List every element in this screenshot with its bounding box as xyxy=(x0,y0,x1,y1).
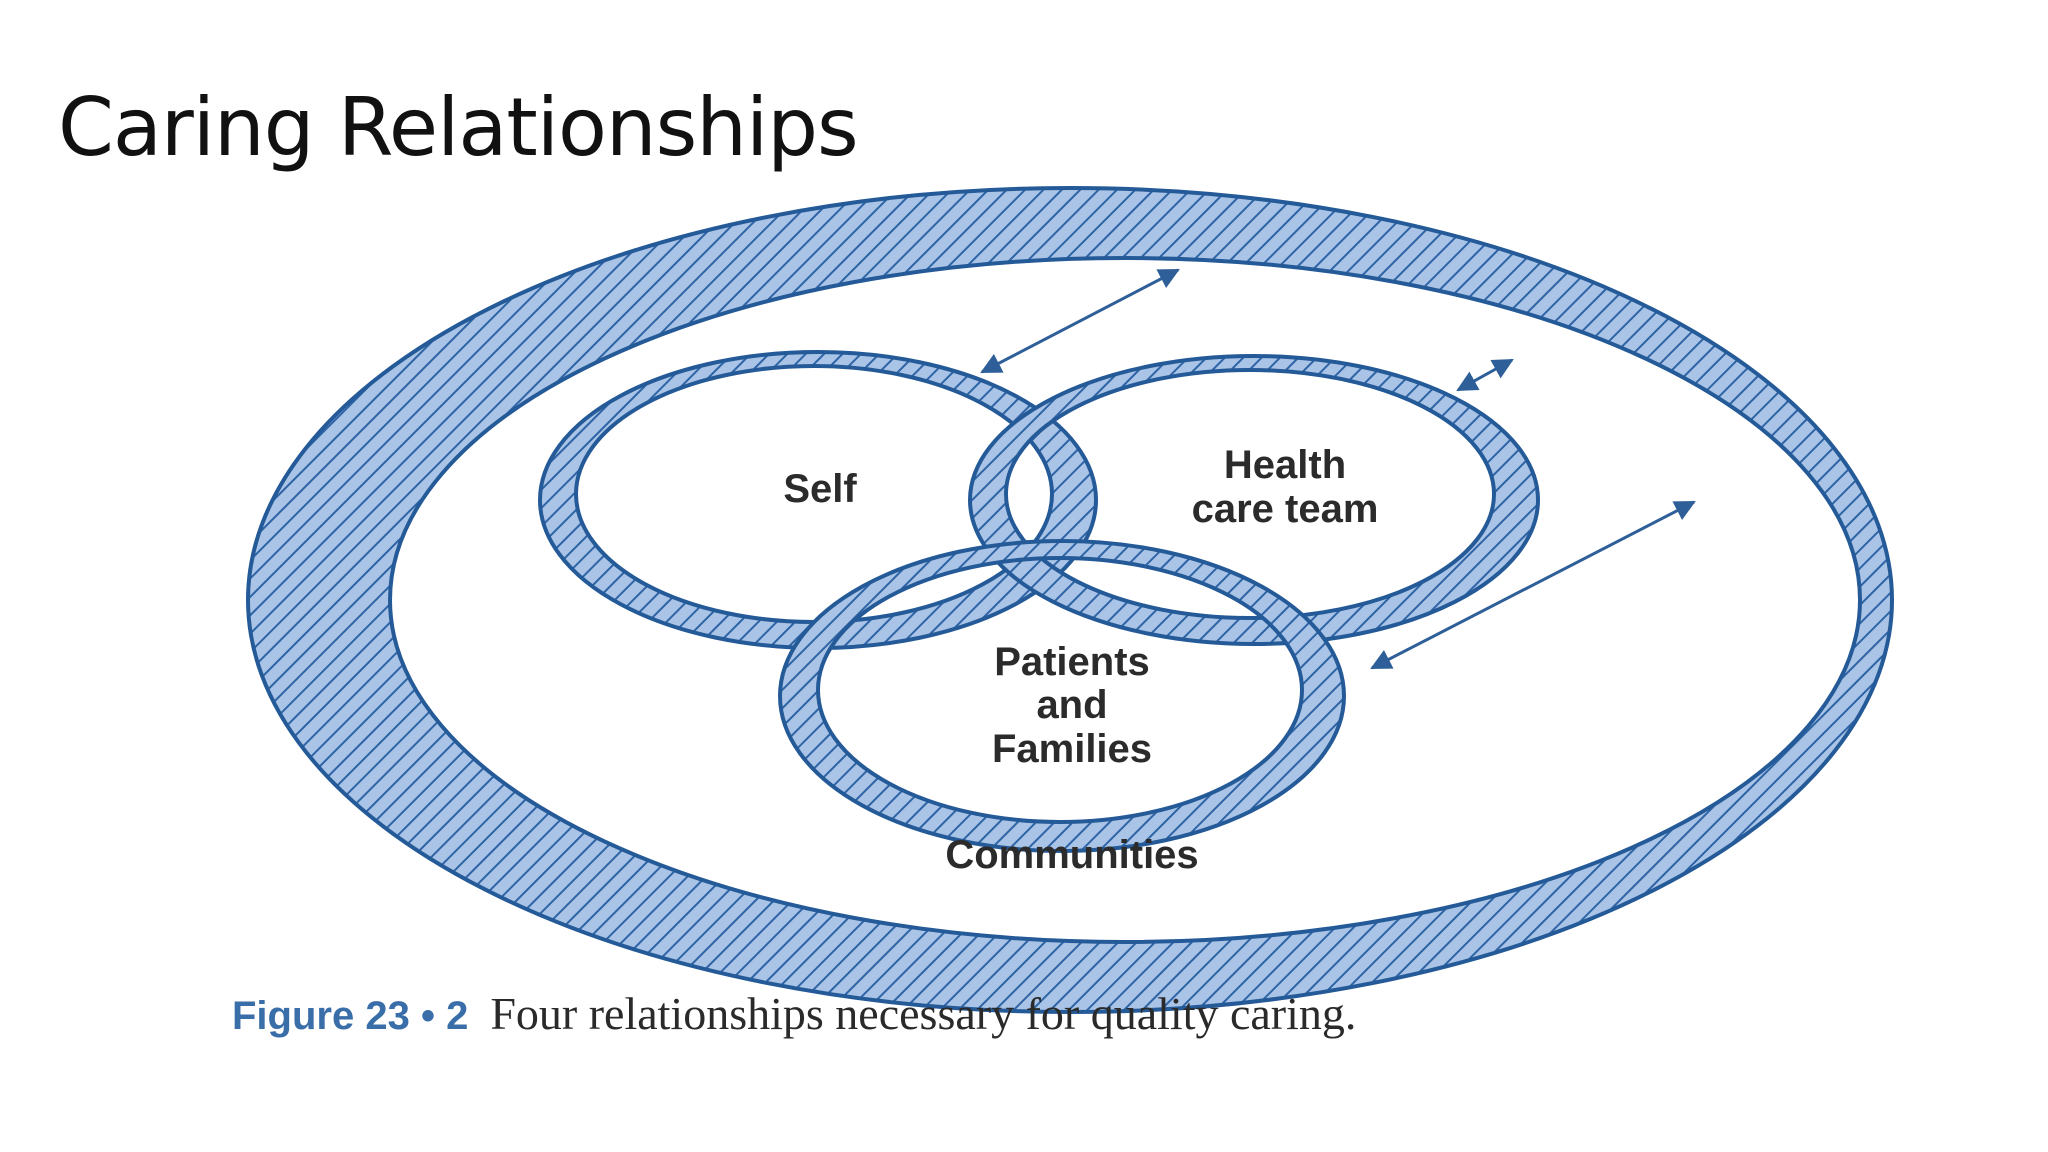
arrow-self-communities xyxy=(980,268,1180,374)
label-self: Self xyxy=(783,467,857,511)
health-care-team-ring xyxy=(967,354,1541,646)
label-health: Health xyxy=(1224,443,1346,487)
arrow-team-communities xyxy=(1456,358,1514,392)
self-ring xyxy=(537,350,1099,650)
label-families: Families xyxy=(992,727,1152,771)
label-care-team: care team xyxy=(1192,487,1379,531)
figure-number: Figure 23 • 2 xyxy=(232,994,469,1038)
slide-title: Caring Relationships xyxy=(58,81,859,174)
label-patients: Patients xyxy=(994,640,1150,684)
patients-families-ring xyxy=(777,539,1347,853)
label-communities: Communities xyxy=(945,833,1198,877)
arrow-patients-communities xyxy=(1370,500,1696,670)
label-and: and xyxy=(1036,683,1107,727)
communities-ring xyxy=(245,186,1895,1014)
figure-caption: Figure 23 • 2 Four relationships necessar… xyxy=(232,991,1932,1039)
caption-text: Four relationships necessary for quality… xyxy=(490,988,1357,1039)
